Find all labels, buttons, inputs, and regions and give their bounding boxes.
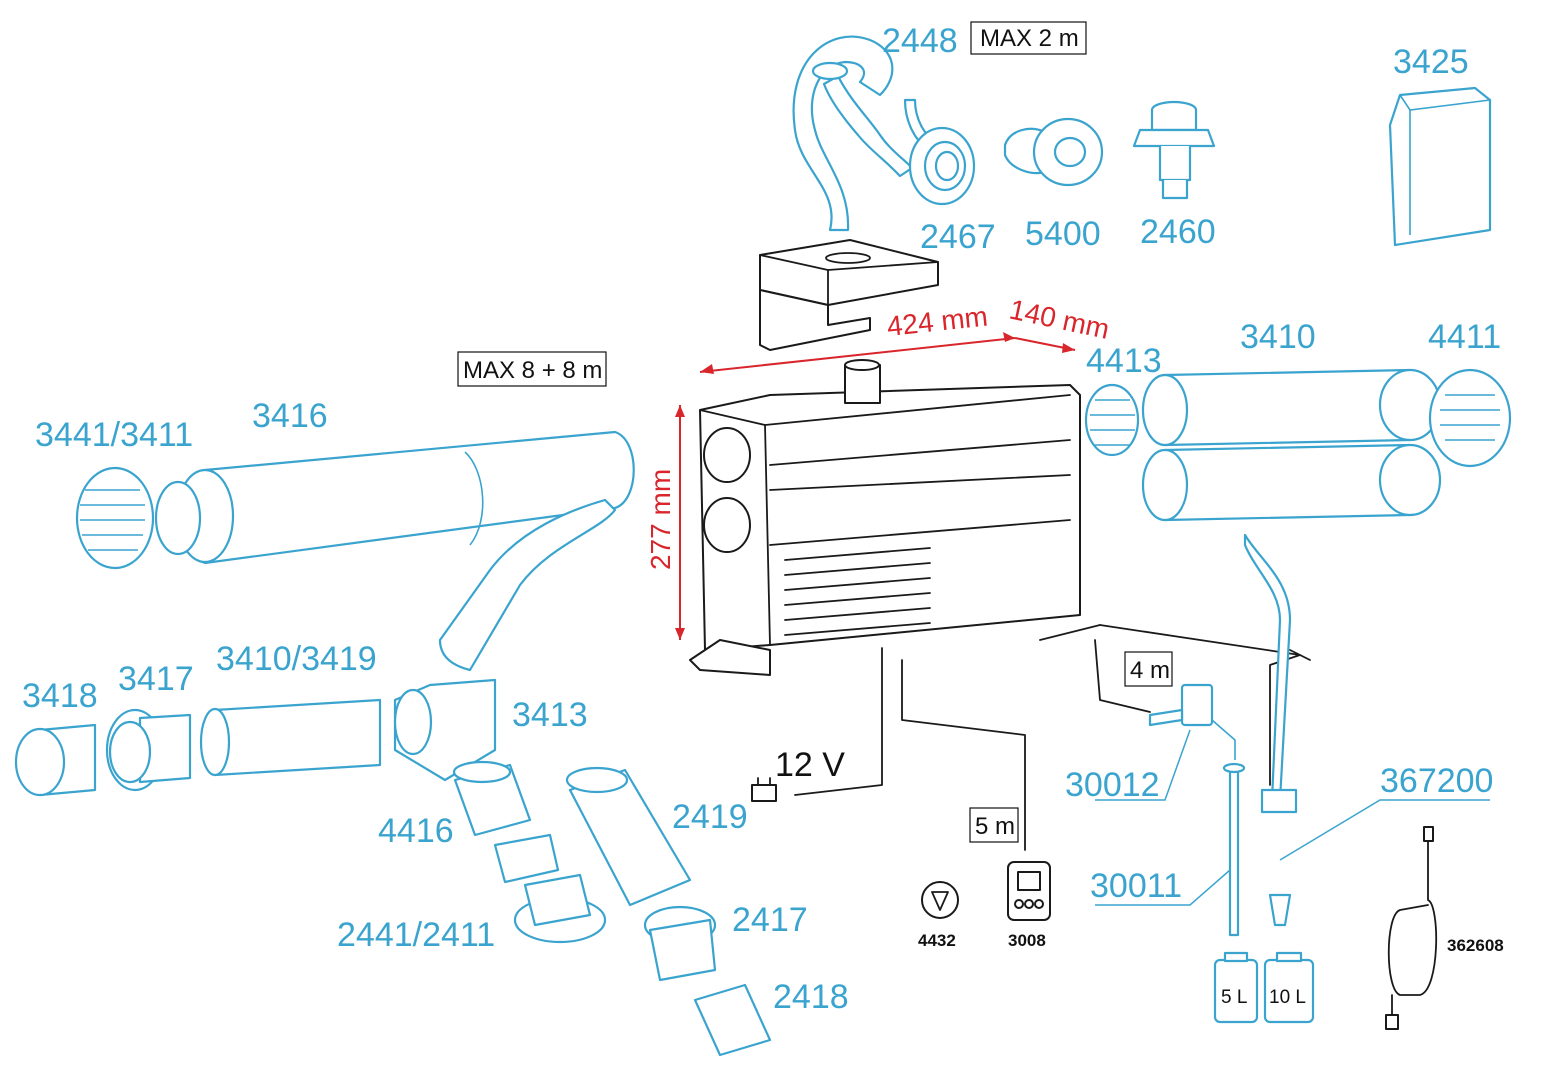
outlet-2441 bbox=[513, 873, 607, 944]
dimension-width: 424 mm bbox=[885, 301, 989, 342]
flexible-duct-3416 bbox=[154, 430, 635, 565]
fuel-line-box bbox=[1124, 651, 1173, 687]
heater-unit bbox=[689, 359, 1101, 676]
exhaust-pipe-2448 bbox=[792, 35, 914, 232]
label-3413: 3413 bbox=[512, 696, 588, 734]
max-exhaust-box bbox=[970, 21, 1087, 55]
y-piece-3413 bbox=[393, 678, 497, 782]
flange-2417 bbox=[643, 905, 717, 982]
fuel-tank-10l bbox=[1263, 951, 1315, 1024]
duct-bend bbox=[438, 498, 617, 672]
label-2448: 2448 bbox=[882, 22, 958, 60]
intake-grille-3441 bbox=[75, 466, 155, 570]
label-4411: 4411 bbox=[1428, 318, 1501, 356]
label-2417: 2417 bbox=[732, 901, 808, 939]
label-2419: 2419 bbox=[672, 798, 748, 836]
label-3410: 3410 bbox=[1240, 318, 1316, 356]
grille-4413 bbox=[1084, 383, 1140, 457]
connector bbox=[493, 833, 560, 884]
controller-3008 bbox=[1007, 861, 1051, 921]
accessory-4432 bbox=[921, 881, 959, 919]
dimension-depth: 140 mm bbox=[1007, 294, 1112, 345]
power-connector-12v bbox=[751, 777, 777, 802]
fuel-pump-30012 bbox=[1148, 683, 1236, 760]
fuel-line-text: 4 m bbox=[1130, 657, 1170, 684]
tank-5l-label: 5 L bbox=[1221, 987, 1247, 1008]
label-30012: 30012 bbox=[1065, 766, 1160, 804]
label-2418: 2418 bbox=[773, 978, 849, 1016]
label-3416: 3416 bbox=[252, 397, 328, 435]
label-2441-2411: 2441/2411 bbox=[337, 916, 495, 954]
fuel-pickup-30011 bbox=[1222, 762, 1246, 937]
label-30011: 30011 bbox=[1090, 867, 1182, 905]
fuel-tank-5l bbox=[1213, 951, 1259, 1024]
label-2467: 2467 bbox=[920, 218, 996, 256]
label-4413: 4413 bbox=[1086, 342, 1162, 380]
exhaust-terminal-2460 bbox=[1132, 100, 1216, 200]
leader-lines bbox=[1095, 729, 1490, 906]
exhaust-cover-5400 bbox=[1003, 117, 1104, 187]
cable-362608 bbox=[1385, 826, 1438, 1030]
fuel-pickup-367200 bbox=[1243, 533, 1298, 927]
tank-10l-label: 10 L bbox=[1269, 987, 1306, 1008]
max-air-text: MAX 8 + 8 m bbox=[463, 357, 602, 384]
reducer-4416 bbox=[452, 760, 532, 837]
voltage-label: 12 V bbox=[775, 746, 845, 784]
exhaust-flange-2467 bbox=[908, 126, 976, 206]
tube-3418 bbox=[14, 723, 97, 797]
control-cable-text: 5 m bbox=[975, 813, 1015, 840]
label-3418: 3418 bbox=[22, 677, 98, 715]
label-4416: 4416 bbox=[378, 812, 454, 850]
max-air-box bbox=[457, 351, 607, 387]
tube-3410-3419 bbox=[199, 698, 382, 777]
flange-3417 bbox=[105, 708, 192, 792]
label-3441-3411: 3441/3411 bbox=[35, 416, 193, 454]
dimension-lines bbox=[675, 332, 1076, 640]
max-exhaust-text: MAX 2 m bbox=[980, 25, 1079, 52]
label-2460: 2460 bbox=[1140, 213, 1216, 251]
tube-2418 bbox=[693, 983, 772, 1057]
label-362608: 362608 bbox=[1447, 936, 1504, 955]
label-367200: 367200 bbox=[1380, 762, 1493, 800]
dimension-height: 277 mm bbox=[645, 469, 676, 570]
duct-3410 bbox=[1141, 368, 1442, 522]
tube-2419 bbox=[565, 766, 692, 907]
mounting-bracket bbox=[759, 239, 939, 351]
label-3008: 3008 bbox=[1008, 931, 1046, 950]
control-cable-box bbox=[969, 807, 1019, 843]
grille-4411 bbox=[1428, 368, 1512, 468]
label-3417: 3417 bbox=[118, 660, 194, 698]
label-3425: 3425 bbox=[1393, 43, 1469, 81]
cover-3425 bbox=[1388, 86, 1492, 247]
label-5400: 5400 bbox=[1025, 215, 1101, 253]
label-4432: 4432 bbox=[918, 931, 956, 950]
label-3410-3419: 3410/3419 bbox=[216, 640, 377, 678]
